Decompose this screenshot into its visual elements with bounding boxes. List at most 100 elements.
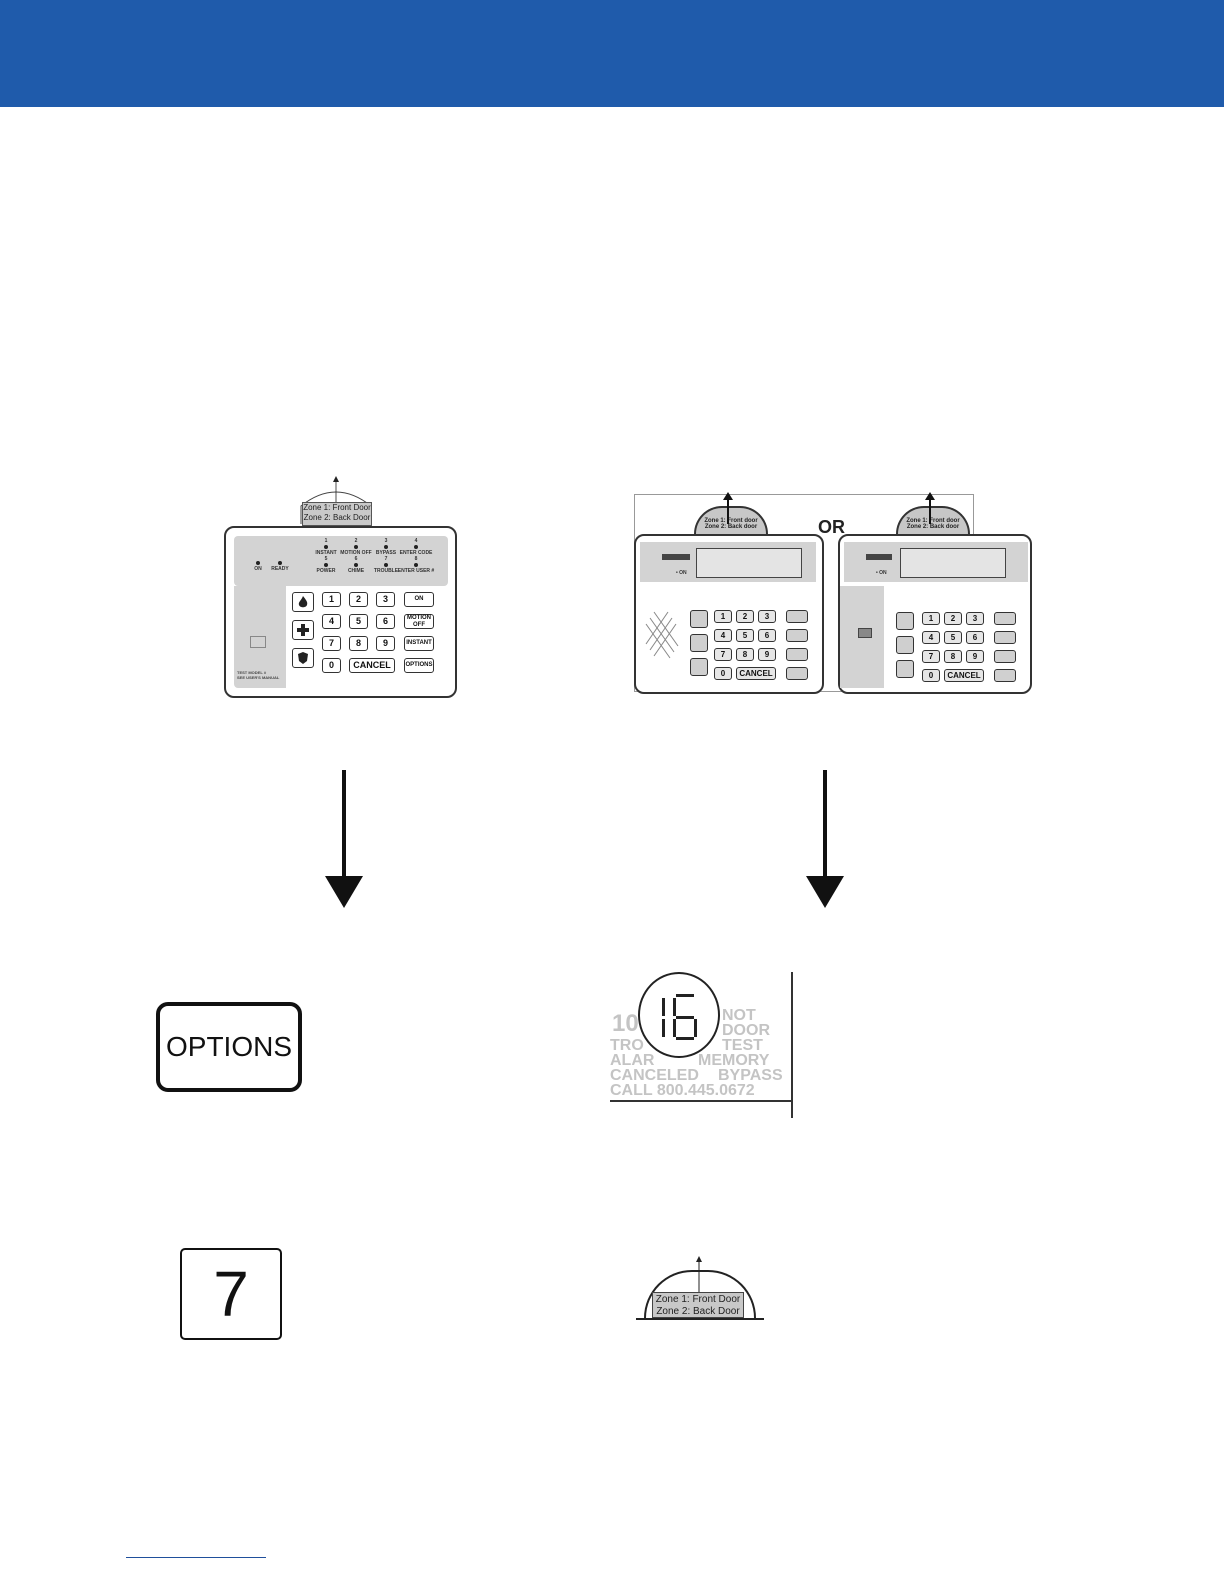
on-key[interactable]: ON: [404, 592, 434, 607]
medical-key[interactable]: [690, 634, 708, 652]
key-area: 1 2 3 4 5 6 7 8 9 0 CANCEL ON MOTION OFF…: [288, 586, 448, 688]
key-7[interactable]: 7: [922, 650, 940, 663]
instant-key[interactable]: [786, 648, 808, 661]
zone-line-1: Zone 1: Front Door: [655, 1294, 741, 1305]
zone-display-bottom: Zone 1: Front Door Zone 2: Back Door: [636, 1256, 764, 1324]
police-key[interactable]: [292, 648, 314, 668]
led-enter-user-label: ENTER USER #: [397, 568, 435, 574]
options-key-small[interactable]: OPTIONS: [404, 658, 434, 673]
lcd-divider-vertical: [791, 972, 793, 1118]
key-2[interactable]: 2: [944, 612, 962, 625]
key-8[interactable]: 8: [944, 650, 962, 663]
lcd-trouble: TRO: [610, 1037, 644, 1054]
key-4[interactable]: 4: [922, 631, 940, 644]
key-4[interactable]: 4: [714, 629, 732, 642]
key-2[interactable]: 2: [736, 610, 754, 623]
lcd-not: NOT: [722, 1007, 756, 1024]
fire-key[interactable]: [690, 610, 708, 628]
key-0[interactable]: 0: [922, 669, 940, 682]
key-3[interactable]: 3: [758, 610, 776, 623]
on-indicator: • ON: [676, 570, 687, 576]
zone-line-1: Zone 1: Front door: [906, 518, 960, 524]
up-arrow-icon: [696, 1256, 702, 1294]
key-6[interactable]: 6: [376, 614, 395, 629]
key-6[interactable]: 6: [966, 631, 984, 644]
options-key-small[interactable]: [786, 667, 808, 680]
key-7[interactable]: 7: [714, 648, 732, 661]
zone-line-2: Zone 2: Back Door: [656, 1306, 740, 1317]
police-key[interactable]: [690, 658, 708, 676]
key-0[interactable]: 0: [714, 667, 732, 680]
key-1[interactable]: 1: [922, 612, 940, 625]
instant-key[interactable]: [994, 650, 1016, 663]
key-8[interactable]: 8: [349, 636, 368, 651]
medical-key[interactable]: [292, 620, 314, 640]
fire-key[interactable]: [292, 592, 314, 612]
key-0[interactable]: 0: [322, 658, 341, 673]
footer-underline: [126, 1557, 266, 1558]
key-9[interactable]: 9: [966, 650, 984, 663]
key-7[interactable]: 7: [322, 636, 341, 651]
lcd-test: TEST: [722, 1037, 763, 1054]
led-trouble-label: TROUBLE: [373, 568, 399, 574]
lcd-digit-16: [662, 994, 697, 1040]
key-4[interactable]: 4: [322, 614, 341, 629]
keypad-illustration-b: OR Zone 1: Front door Zone 2: Back door …: [634, 492, 1034, 694]
instant-key[interactable]: INSTANT: [404, 636, 434, 651]
options-key: OPTIONS: [156, 1002, 302, 1092]
zone-dome-1: Zone 1: Front door Zone 2: Back door: [694, 506, 768, 536]
lcd-highlight-circle: [638, 972, 720, 1058]
lcd-bypass: BYPASS: [718, 1067, 783, 1084]
options-key-small[interactable]: [994, 669, 1016, 682]
key-9[interactable]: 9: [758, 648, 776, 661]
led-ready-label: READY: [271, 566, 289, 572]
cancel-key[interactable]: CANCEL: [349, 658, 395, 673]
key-1[interactable]: 1: [322, 592, 341, 607]
side-panel: TEST MODEL # SEE USER'S MANUAL: [234, 586, 286, 688]
led-motion-off-label: MOTION OFF: [340, 550, 372, 556]
lcd-canceled: CANCELED: [610, 1067, 699, 1084]
cancel-key[interactable]: CANCEL: [944, 669, 984, 682]
lcd-divider-horizontal: [610, 1100, 792, 1102]
on-key[interactable]: [994, 612, 1016, 625]
cancel-key[interactable]: CANCEL: [736, 667, 776, 680]
motion-off-key[interactable]: [994, 631, 1016, 644]
key-5[interactable]: 5: [349, 614, 368, 629]
medical-key[interactable]: [896, 636, 914, 654]
fire-key[interactable]: [896, 612, 914, 630]
keypad-unit-2: Zone 1: Front door Zone 2: Back door • O…: [838, 492, 1032, 694]
lcd-call-number: CALL 800.445.0672: [610, 1082, 755, 1099]
key-5[interactable]: 5: [736, 629, 754, 642]
motion-off-key[interactable]: [786, 629, 808, 642]
led-on-label: ON: [254, 566, 262, 572]
key-6[interactable]: 6: [758, 629, 776, 642]
key-9[interactable]: 9: [376, 636, 395, 651]
indicator-window: [250, 636, 266, 648]
keypad-illustration-a: Zone 1: Front Door Zone 2: Back Door ON …: [224, 476, 457, 698]
key-3[interactable]: 3: [376, 592, 395, 607]
led-chime-label: CHIME: [347, 568, 365, 574]
key-1[interactable]: 1: [714, 610, 732, 623]
zone-line-2: Zone 2: Back door: [704, 524, 758, 530]
lcd-window-1: [696, 548, 802, 578]
lcd-memory: MEMORY: [698, 1052, 770, 1069]
down-arrow-icon: [806, 770, 844, 908]
zone-display-base: [636, 1318, 764, 1320]
key-8[interactable]: 8: [736, 648, 754, 661]
keypad-body-1: • ON 1 2 3 4 5 6 7 8 9 0 CANCEL: [634, 534, 824, 694]
led-power-label: POWER: [316, 568, 336, 574]
zone-dome-2: Zone 1: Front door Zone 2: Back door: [896, 506, 970, 536]
on-indicator: • ON: [876, 570, 887, 576]
police-key[interactable]: [896, 660, 914, 678]
key-5[interactable]: 5: [944, 631, 962, 644]
led-instant-label: INSTANT: [315, 550, 337, 556]
motion-off-key[interactable]: MOTION OFF: [404, 614, 434, 629]
keypad-unit-1: Zone 1: Front door Zone 2: Back door • O…: [634, 492, 824, 694]
lcd-display: 10 NOT DOOR TRO TEST ALAR MEMORY CANCELE…: [608, 972, 794, 1120]
down-arrow-icon: [325, 770, 363, 908]
on-key[interactable]: [786, 610, 808, 623]
key-2[interactable]: 2: [349, 592, 368, 607]
key-3[interactable]: 3: [966, 612, 984, 625]
